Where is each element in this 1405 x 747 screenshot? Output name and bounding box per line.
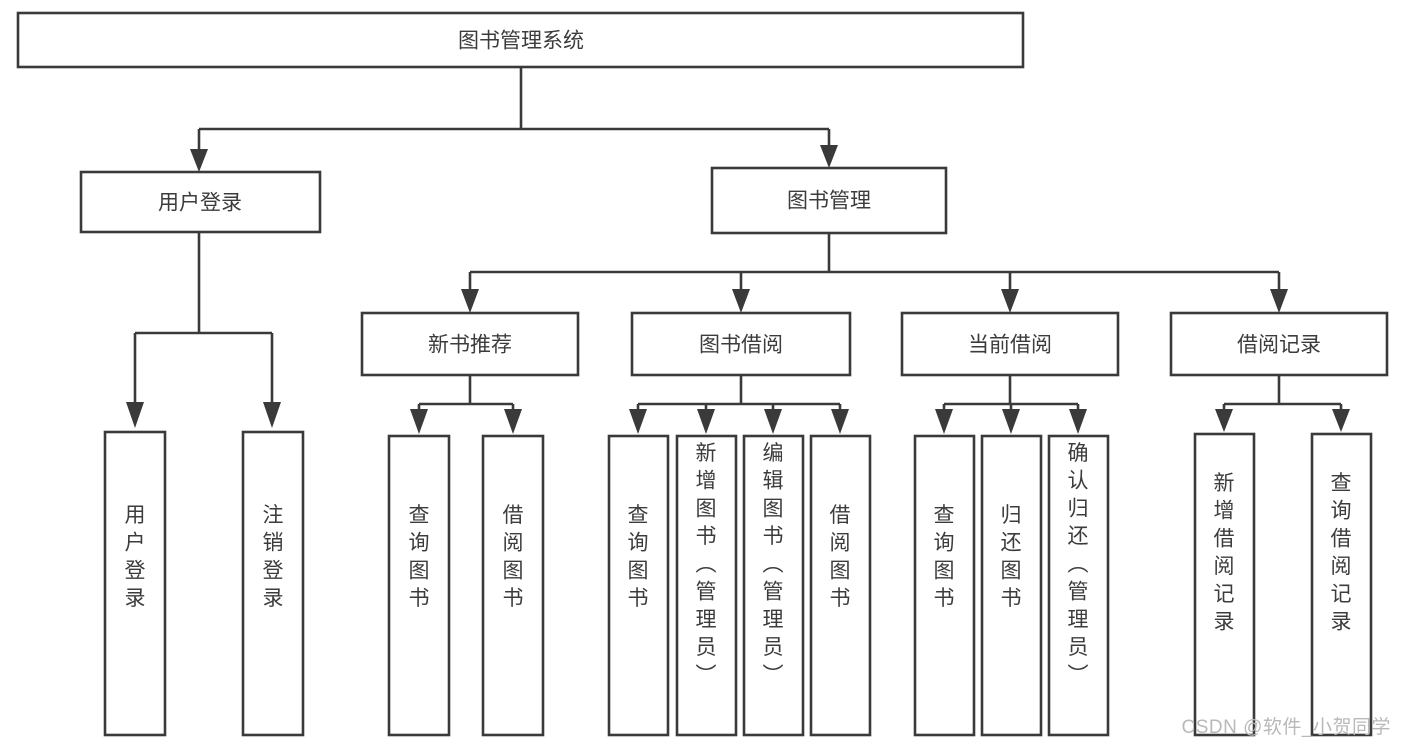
node-user-login[interactable]: 用户登录 <box>79 170 322 234</box>
leaf-logout-login-box <box>241 430 305 737</box>
arrow-head-leaf-query-book-3 <box>935 409 953 434</box>
leaf-add-book-box <box>675 434 738 737</box>
leaf-node-borrow-book-2[interactable]: 借阅图书 <box>809 434 872 737</box>
node-book-borrow[interactable]: 图书借阅 <box>630 311 852 377</box>
leaf-query-record-box <box>1310 432 1373 737</box>
node-book-management-box <box>710 166 948 235</box>
leaf-confirm-return-label: 确认归还︵管理员︶ <box>1068 442 1089 687</box>
arrow-head-new-book-recommend <box>461 289 479 313</box>
leaf-query-book-1-label: 查询图书 <box>409 504 430 610</box>
node-borrow-record-label: 借阅记录 <box>1237 334 1321 357</box>
node-borrow-record[interactable]: 借阅记录 <box>1169 311 1389 377</box>
node-new-book-recommend[interactable]: 新书推荐 <box>360 311 580 377</box>
leaf-return-book-box <box>980 434 1043 737</box>
node-user-login-box <box>79 170 322 234</box>
leaf-borrow-book-2-label: 借阅图书 <box>830 504 851 610</box>
node-root-box <box>16 11 1025 69</box>
arrow-head-leaf-query-book-1 <box>410 409 428 434</box>
leaf-node-query-book-2[interactable]: 查询图书 <box>607 434 670 737</box>
arrow-head-book-borrow <box>732 289 750 313</box>
leaf-confirm-return-box <box>1047 434 1110 737</box>
leaf-add-book-label: 新增图书︵管理员︶ <box>696 442 717 687</box>
leaf-user-login-label: 用户登录 <box>125 504 146 610</box>
leaf-node-add-record[interactable]: 新增借阅记录 <box>1193 432 1256 737</box>
leaf-logout-login-label: 注销登录 <box>263 504 284 610</box>
leaf-borrow-book-2-box <box>809 434 872 737</box>
arrow-head-leaf-confirm-return <box>1069 409 1087 434</box>
leaf-node-edit-book[interactable]: 编辑图书︵管理员︶ <box>742 434 805 737</box>
node-current-borrow-label: 当前借阅 <box>968 334 1052 357</box>
leaf-node-borrow-book-1[interactable]: 借阅图书 <box>481 434 545 737</box>
node-new-book-recommend-box <box>360 311 580 377</box>
node-current-borrow[interactable]: 当前借阅 <box>900 311 1120 377</box>
leaf-node-logout-login[interactable]: 注销登录 <box>241 430 305 737</box>
arrow-head-book-management <box>820 145 838 168</box>
node-book-management-label: 图书管理 <box>787 190 871 213</box>
arrow-head-leaf-edit-book <box>764 409 782 434</box>
leaf-user-login-box <box>103 430 167 737</box>
leaf-borrow-book-1-label: 借阅图书 <box>503 504 524 610</box>
leaf-query-book-1-box <box>387 434 451 737</box>
node-current-borrow-box <box>900 311 1120 377</box>
arrow-head-leaf-borrow-book-1 <box>504 409 522 434</box>
arrow-head-leaf-borrow-book-2 <box>831 409 849 434</box>
leaf-node-query-record[interactable]: 查询借阅记录 <box>1310 432 1373 737</box>
leaf-query-book-2-box <box>607 434 670 737</box>
leaf-return-book-label: 归还图书 <box>1001 504 1022 610</box>
leaf-query-book-3-box <box>913 434 976 737</box>
node-new-book-recommend-label: 新书推荐 <box>428 334 512 357</box>
leaf-query-record-label: 查询借阅记录 <box>1331 472 1352 634</box>
leaf-add-record-label: 新增借阅记录 <box>1214 472 1235 634</box>
node-borrow-record-box <box>1169 311 1389 377</box>
leaf-borrow-book-1-box <box>481 434 545 737</box>
leaf-add-record-box <box>1193 432 1256 737</box>
arrow-head-leaf-add-record <box>1215 409 1233 432</box>
arrow-head-borrow-record <box>1270 289 1288 313</box>
leaf-node-user-login[interactable]: 用户登录 <box>103 430 167 737</box>
node-user-login-label: 用户登录 <box>158 192 242 215</box>
arrow-head-current-borrow <box>1001 289 1019 313</box>
node-book-management[interactable]: 图书管理 <box>710 166 948 235</box>
arrow-head-leaf-return-book <box>1002 409 1020 434</box>
arrow-head-leaf-query-book-2 <box>629 409 647 434</box>
arrow-head-leaf-user-login <box>126 402 144 428</box>
connector-layer <box>126 67 1350 434</box>
arrow-head-leaf-query-record <box>1332 409 1350 432</box>
leaf-edit-book-box <box>742 434 805 737</box>
leaf-edit-book-label: 编辑图书︵管理员︶ <box>763 442 784 687</box>
node-root-book-management-system[interactable]: 图书管理系统 <box>16 11 1025 69</box>
leaf-node-query-book-1[interactable]: 查询图书 <box>387 434 451 737</box>
leaf-node-query-book-3[interactable]: 查询图书 <box>913 434 976 737</box>
leaf-node-confirm-return[interactable]: 确认归还︵管理员︶ <box>1047 434 1110 737</box>
node-book-borrow-label: 图书借阅 <box>699 334 783 357</box>
leaf-node-return-book[interactable]: 归还图书 <box>980 434 1043 737</box>
arrow-head-leaf-add-book <box>697 409 715 434</box>
arrow-head-leaf-logout-login <box>263 402 281 428</box>
leaf-query-book-3-label: 查询图书 <box>934 504 955 610</box>
leaf-query-book-2-label: 查询图书 <box>628 504 649 610</box>
node-root-label: 图书管理系统 <box>458 30 584 53</box>
node-book-borrow-box <box>630 311 852 377</box>
arrow-head-user-login <box>190 149 208 172</box>
leaf-node-add-book[interactable]: 新增图书︵管理员︶ <box>675 434 738 737</box>
